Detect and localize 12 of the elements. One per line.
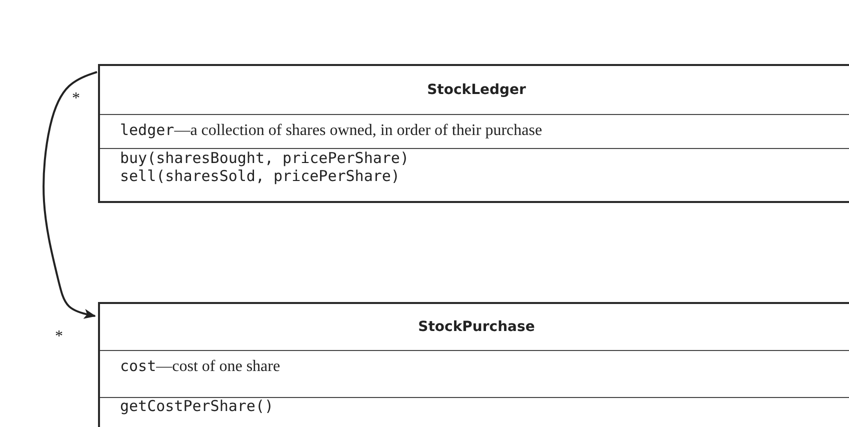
multiplicity-label: *	[72, 90, 80, 108]
method-text: sell(sharesSold, pricePerShare)	[120, 167, 400, 185]
attribute-text: cost—cost of one share	[120, 357, 280, 376]
association-arrow	[42, 71, 98, 319]
attribute-text: ledger—a collection of shares owned, in order of their purchase	[120, 121, 542, 140]
method-text: buy(sharesBought, pricePerShare)	[120, 149, 409, 167]
class-name: StockLedger	[426, 82, 527, 98]
multiplicity-label: *	[55, 328, 63, 346]
class-box	[98, 64, 849, 203]
method-text: getCostPerShare()	[120, 397, 274, 415]
class-box	[98, 302, 849, 427]
class-name: StockPurchase	[417, 319, 536, 335]
